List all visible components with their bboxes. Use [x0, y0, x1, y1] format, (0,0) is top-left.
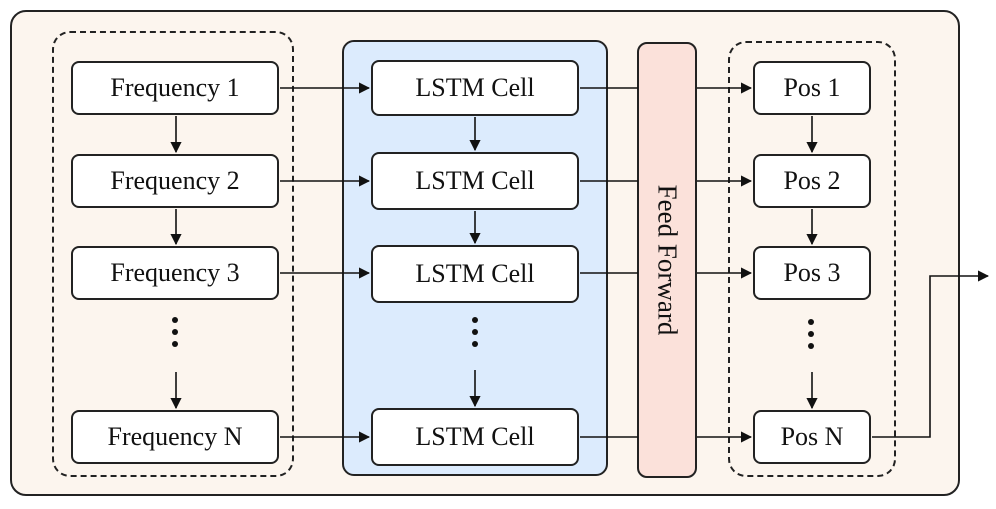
lstm-ellipsis — [472, 317, 480, 347]
lstm-cell-1: LSTM Cell — [371, 60, 579, 116]
pos-box-1: Pos 1 — [753, 61, 871, 115]
lstm-cell-3: LSTM Cell — [371, 245, 579, 303]
lstm-cell-n: LSTM Cell — [371, 408, 579, 466]
frequency-box-2: Frequency 2 — [71, 154, 279, 208]
pos-ellipsis — [808, 319, 816, 349]
lstm-cell-2: LSTM Cell — [371, 152, 579, 210]
pos-box-2: Pos 2 — [753, 154, 871, 208]
pos-box-n: Pos N — [753, 410, 871, 464]
frequency-ellipsis — [172, 317, 180, 347]
output-arrow — [872, 270, 990, 438]
frequency-box-1: Frequency 1 — [71, 61, 279, 115]
frequency-group — [52, 31, 294, 477]
position-group — [728, 41, 896, 477]
feed-forward-block: Feed Forward — [637, 42, 697, 478]
frequency-box-n: Frequency N — [71, 410, 279, 464]
pos-box-3: Pos 3 — [753, 246, 871, 300]
frequency-box-3: Frequency 3 — [71, 246, 279, 300]
